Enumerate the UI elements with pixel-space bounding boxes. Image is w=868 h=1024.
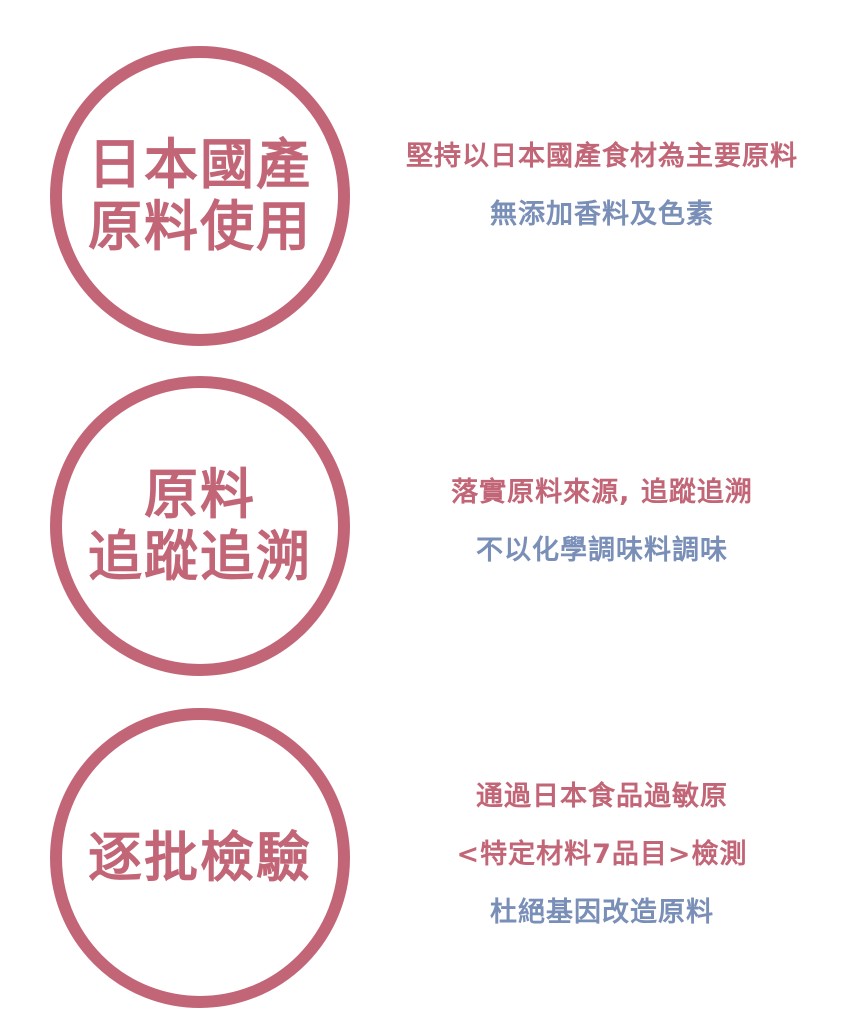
description-line: 通過日本食品過敏原 (476, 781, 728, 812)
feature-domestic-ingredients: 日本國產 原料使用 堅持以日本國產食材為主要原料 無添加香料及色素 (0, 46, 868, 346)
description-line: <特定材料7品目>檢測 (456, 839, 748, 870)
badge-title-line: 逐批檢驗 (88, 826, 312, 889)
feature-batch-inspection: 逐批檢驗 通過日本食品過敏原 <特定材料7品目>檢測 杜絕基因改造原料 (0, 708, 868, 1008)
badge-title-line: 追蹤追溯 (88, 525, 312, 588)
description-line: 無添加香料及色素 (490, 199, 714, 230)
feature-description: 落實原料來源, 追蹤追溯 不以化學調味料調味 (362, 464, 842, 580)
feature-badge-circle: 日本國產 原料使用 (50, 46, 350, 346)
feature-traceability: 原料 追蹤追溯 落實原料來源, 追蹤追溯 不以化學調味料調味 (0, 376, 868, 676)
description-line: 杜絕基因改造原料 (490, 897, 714, 928)
feature-description: 通過日本食品過敏原 <特定材料7品目>檢測 杜絕基因改造原料 (362, 768, 842, 942)
badge-title-line: 日本國產 (88, 133, 312, 196)
description-line: 堅持以日本國產食材為主要原料 (406, 141, 798, 172)
feature-description: 堅持以日本國產食材為主要原料 無添加香料及色素 (362, 128, 842, 244)
badge-title-line: 原料 (144, 463, 256, 526)
badge-title-line: 原料使用 (88, 195, 312, 258)
feature-badge-circle: 逐批檢驗 (50, 708, 350, 1008)
description-line: 落實原料來源, 追蹤追溯 (451, 477, 753, 508)
description-line: 不以化學調味料調味 (476, 535, 728, 566)
feature-badge-circle: 原料 追蹤追溯 (50, 376, 350, 676)
